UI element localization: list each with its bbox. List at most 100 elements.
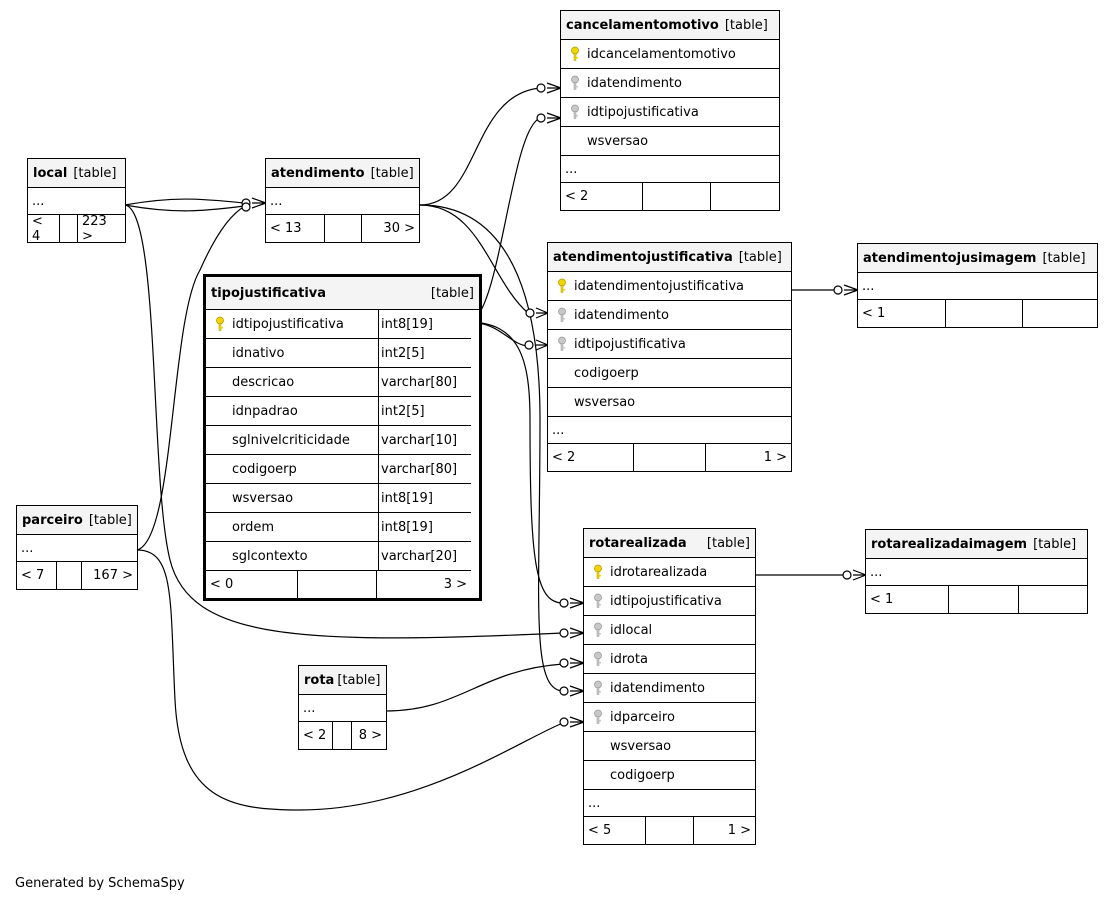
column-row[interactable]: idatendimento bbox=[548, 301, 791, 330]
column-row[interactable]: idnativo int2[5] bbox=[206, 339, 471, 368]
table-footer: < 2 bbox=[561, 183, 779, 210]
table-name: atendimento bbox=[271, 165, 365, 181]
table-name: atendimentojusimagem bbox=[863, 250, 1037, 266]
parents-count: < 13 bbox=[266, 215, 325, 242]
column-name: idlocal bbox=[610, 622, 653, 638]
ellipsis-row: ... bbox=[858, 273, 1097, 300]
edge-atendimento-parceiro bbox=[136, 205, 246, 551]
table-tag: [table] bbox=[88, 512, 132, 528]
column-name: wsversao bbox=[574, 394, 636, 410]
table-header: atendimento [table] bbox=[266, 159, 419, 188]
column-row[interactable]: idtipojustificativa bbox=[584, 587, 755, 616]
column-name: idtipojustificativa bbox=[574, 336, 686, 352]
children-count: 167 > bbox=[93, 568, 133, 583]
column-name: codigoerp bbox=[232, 461, 297, 477]
table-footer: < 1 bbox=[858, 300, 1097, 327]
column-row[interactable]: sglcontexto varchar[20] bbox=[206, 542, 471, 571]
column-row[interactable]: codigoerp varchar[80] bbox=[206, 455, 471, 484]
ellipsis-row: ... bbox=[548, 417, 791, 444]
ellipsis-row: ... bbox=[866, 559, 1087, 586]
column-name: idtipojustificativa bbox=[232, 316, 344, 332]
children-count: 3 > bbox=[443, 577, 467, 592]
table-name: local bbox=[33, 165, 68, 181]
column-type: int2[5] bbox=[378, 339, 471, 367]
column-name: idparceiro bbox=[610, 709, 675, 725]
crowfoot-markers bbox=[251, 82, 867, 728]
column-row[interactable]: idatendimentojustificativa bbox=[548, 272, 791, 301]
table-rotarealizadaimagem[interactable]: rotarealizadaimagem [table] ... < 1 bbox=[865, 529, 1088, 614]
edge-rotarealizada-idlocal bbox=[124, 204, 564, 639]
column-row[interactable]: idatendimento bbox=[561, 69, 779, 98]
column-row[interactable]: codigoerp bbox=[584, 761, 755, 790]
column-name: idcancelamentomotivo bbox=[587, 46, 736, 62]
column-name: idatendimento bbox=[587, 75, 682, 91]
generated-by-label: Generated by SchemaSpy bbox=[15, 876, 185, 891]
column-row[interactable]: idcancelamentomotivo bbox=[561, 40, 779, 69]
column-row[interactable]: codigoerp bbox=[548, 359, 791, 388]
children-count: 1 > bbox=[763, 450, 787, 465]
parents-count: < 2 bbox=[299, 722, 333, 749]
parents-count: < 1 bbox=[866, 586, 949, 613]
table-atendimentojustificativa[interactable]: atendimentojustificativa [table] idatend… bbox=[547, 242, 792, 472]
table-name: rotarealizadaimagem bbox=[871, 536, 1028, 552]
column-row[interactable]: idtipojustificativa bbox=[548, 330, 791, 359]
foreign-key-icon bbox=[590, 680, 606, 696]
column-name: idrota bbox=[610, 651, 648, 667]
children-count: 1 > bbox=[727, 823, 751, 838]
children-count: 8 > bbox=[358, 728, 382, 743]
column-name: idatendimento bbox=[610, 680, 705, 696]
column-name: codigoerp bbox=[574, 365, 639, 381]
column-row[interactable]: wsversao bbox=[584, 732, 755, 761]
table-tipojustificativa[interactable]: tipojustificativa [table] idtipojustific… bbox=[203, 274, 482, 601]
column-row[interactable]: idrota bbox=[584, 645, 755, 674]
ellipsis-row: ... bbox=[584, 790, 755, 817]
column-name: idnpadrao bbox=[232, 403, 298, 419]
table-header: rotarealizada [table] bbox=[584, 529, 755, 558]
column-row[interactable]: wsversao int8[19] bbox=[206, 484, 471, 513]
edge-atendimentojustificativa-idatendimento bbox=[419, 204, 529, 314]
table-name: rota bbox=[304, 672, 335, 688]
column-row[interactable]: idparceiro bbox=[584, 703, 755, 732]
column-row[interactable]: idtipojustificativa bbox=[561, 98, 779, 127]
column-type: int8[19] bbox=[378, 310, 471, 338]
table-parceiro[interactable]: parceiro [table] ... < 7 167 > bbox=[16, 505, 138, 590]
table-header: rota [table] bbox=[299, 666, 386, 695]
column-row[interactable]: idrotarealizada bbox=[584, 558, 755, 587]
column-row[interactable]: idatendimento bbox=[584, 674, 755, 703]
table-name: parceiro bbox=[22, 512, 83, 528]
edge-cancelamentomotivo-idatendimento bbox=[419, 87, 541, 206]
edge-atendimento-local-1 bbox=[124, 198, 246, 206]
table-rotarealizada[interactable]: rotarealizada [table] idrotarealizada id… bbox=[583, 528, 756, 845]
table-tag: [table] bbox=[1042, 250, 1086, 266]
table-cancelamentomotivo[interactable]: cancelamentomotivo [table] idcancelament… bbox=[560, 10, 780, 211]
column-row[interactable]: wsversao bbox=[561, 127, 779, 156]
column-row[interactable]: wsversao bbox=[548, 388, 791, 417]
ellipsis-row: ... bbox=[28, 188, 125, 215]
column-row[interactable]: sglnivelcriticidade varchar[10] bbox=[206, 426, 471, 455]
table-local[interactable]: local [table] ... < 4 223 > bbox=[27, 158, 126, 244]
table-rota[interactable]: rota [table] ... < 2 8 > bbox=[298, 665, 387, 750]
column-row[interactable]: ordem int8[19] bbox=[206, 513, 471, 542]
table-tag: [table] bbox=[706, 535, 750, 551]
table-header: parceiro [table] bbox=[17, 506, 137, 535]
column-row[interactable]: idtipojustificativa int8[19] bbox=[206, 310, 471, 339]
column-row[interactable]: idlocal bbox=[584, 616, 755, 645]
children-count: 223 > bbox=[82, 213, 107, 244]
column-name: sglcontexto bbox=[232, 548, 308, 564]
column-row[interactable]: descricao varchar[80] bbox=[206, 368, 471, 397]
table-atendimento[interactable]: atendimento [table] ... < 13 30 > bbox=[265, 158, 420, 243]
column-row[interactable]: idnpadrao int2[5] bbox=[206, 397, 471, 426]
ellipsis-row: ... bbox=[561, 156, 779, 183]
children-count bbox=[711, 183, 779, 210]
table-atendimentojusimagem[interactable]: atendimentojusimagem [table] ... < 1 bbox=[857, 243, 1098, 328]
table-header: atendimentojusimagem [table] bbox=[858, 244, 1097, 273]
primary-key-icon bbox=[590, 564, 606, 580]
foreign-key-icon bbox=[554, 307, 570, 323]
column-name: sglnivelcriticidade bbox=[232, 432, 350, 448]
column-name: idnativo bbox=[232, 345, 285, 361]
edge-atendimento-local-2 bbox=[124, 204, 246, 212]
foreign-key-icon bbox=[567, 75, 583, 91]
table-tag: [table] bbox=[724, 17, 768, 33]
table-footer: < 2 1 > bbox=[548, 444, 791, 471]
primary-key-icon bbox=[554, 278, 570, 294]
